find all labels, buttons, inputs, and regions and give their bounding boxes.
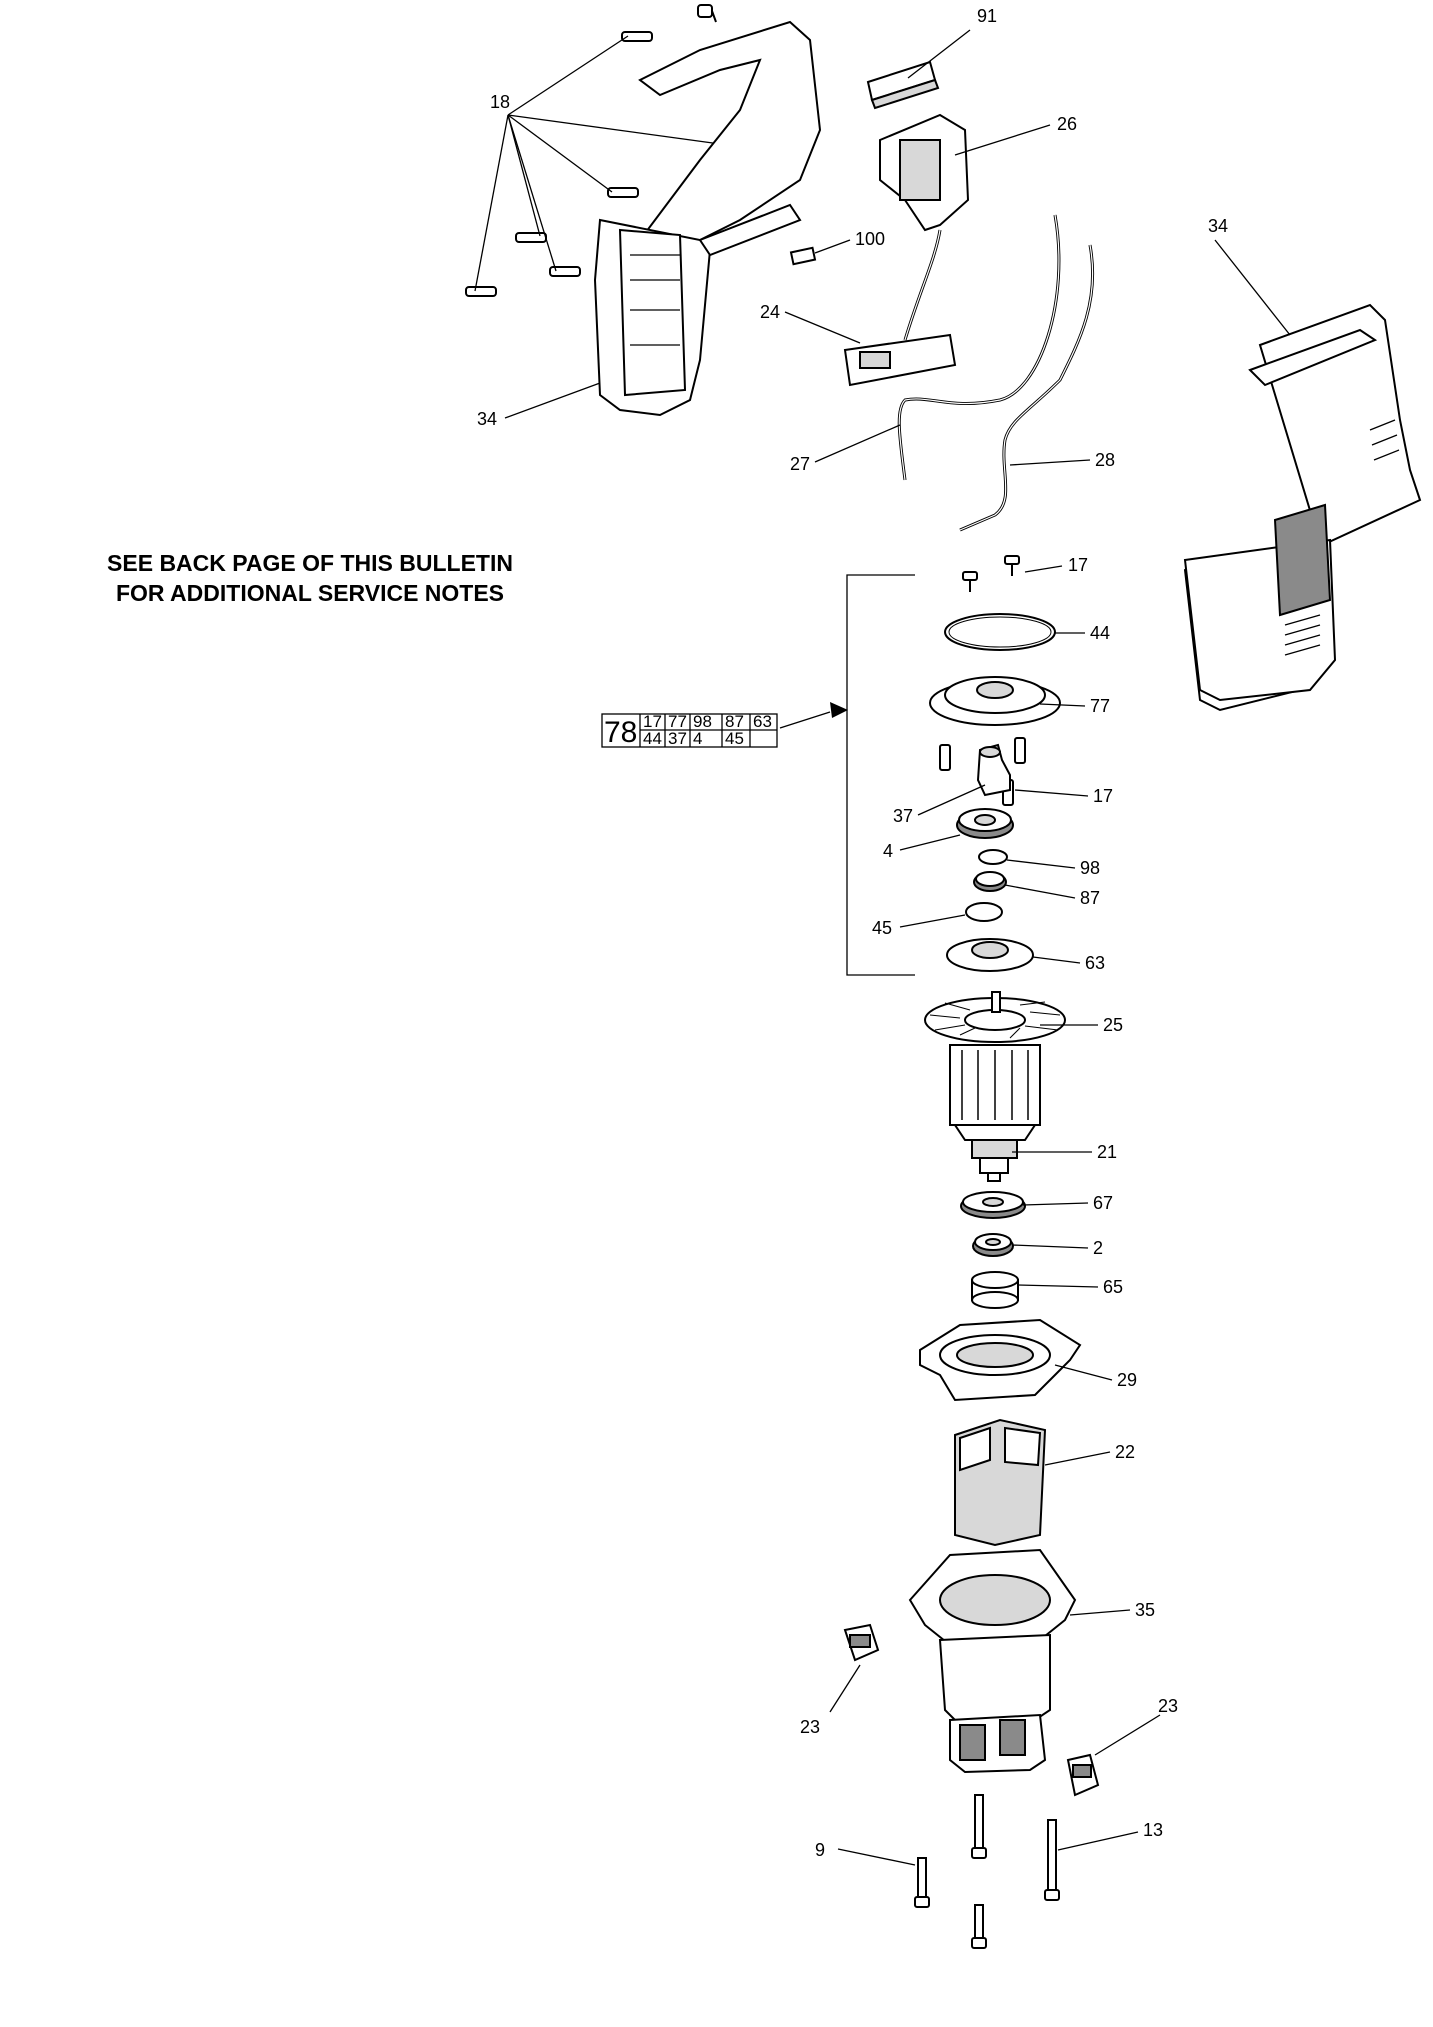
bearing-4 bbox=[956, 808, 1014, 839]
callout-100: 100 bbox=[855, 229, 885, 249]
lead-wire-28 bbox=[959, 244, 1095, 532]
callout-24: 24 bbox=[760, 302, 780, 322]
callout-26: 26 bbox=[1057, 114, 1077, 134]
callout-45: 45 bbox=[872, 918, 892, 938]
notice-line-1: SEE BACK PAGE OF THIS BULLETIN bbox=[107, 550, 513, 576]
callout-67: 67 bbox=[1093, 1193, 1113, 1213]
kit-cell-r1-1: 17 bbox=[643, 712, 662, 731]
screw-13 bbox=[1044, 1819, 1060, 1901]
callout-21: 21 bbox=[1097, 1142, 1117, 1162]
field-22 bbox=[954, 1418, 1047, 1547]
armature-fan-25 bbox=[924, 991, 1066, 1043]
bearing-plate-77 bbox=[929, 676, 1061, 726]
brush-holder-23-left bbox=[843, 1623, 880, 1662]
callout-27: 27 bbox=[790, 454, 810, 474]
kit-cell-r1-4: 87 bbox=[725, 712, 744, 731]
baffle-29 bbox=[919, 1318, 1082, 1402]
bearing-cup-65 bbox=[971, 1271, 1019, 1309]
kit-cell-r2-4: 45 bbox=[725, 729, 744, 748]
kit-bracket bbox=[779, 574, 915, 976]
kit-arrow-icon bbox=[830, 702, 848, 718]
o-ring-44 bbox=[944, 613, 1056, 651]
callout-9: 9 bbox=[815, 1840, 825, 1860]
callout-77: 77 bbox=[1090, 696, 1110, 716]
kit-cell-r2-2: 37 bbox=[668, 729, 687, 748]
fan-blades bbox=[929, 1001, 1061, 1039]
handle-housing-left bbox=[593, 20, 822, 417]
bearing-retainer-63 bbox=[946, 938, 1034, 972]
callout-25: 25 bbox=[1103, 1015, 1123, 1035]
callout-98: 98 bbox=[1080, 858, 1100, 878]
notice-line-2: FOR ADDITIONAL SERVICE NOTES bbox=[115, 580, 505, 606]
switch-26 bbox=[879, 113, 970, 232]
callout-28: 28 bbox=[1095, 450, 1115, 470]
kit-table-78: 78 17 77 98 87 63 44 37 4 45 bbox=[601, 712, 778, 749]
label-100 bbox=[789, 246, 817, 266]
callout-17-top: 17 bbox=[1068, 555, 1088, 575]
retaining-ring-98 bbox=[978, 849, 1008, 865]
kit-cell-r2-3: 4 bbox=[693, 729, 702, 748]
callout-44: 44 bbox=[1090, 623, 1110, 643]
kit-cell-r1-3: 98 bbox=[693, 712, 712, 731]
callout-18: 18 bbox=[490, 92, 510, 112]
callout-91: 91 bbox=[977, 6, 997, 26]
callout-4: 4 bbox=[883, 841, 893, 861]
callout-17-lower: 17 bbox=[1093, 786, 1113, 806]
motor-housing-35 bbox=[908, 1548, 1077, 1774]
callout-2: 2 bbox=[1093, 1238, 1103, 1258]
callout-35: 35 bbox=[1135, 1600, 1155, 1620]
callout-65: 65 bbox=[1103, 1277, 1123, 1297]
callout-23-left: 23 bbox=[800, 1717, 820, 1737]
callout-63: 63 bbox=[1085, 953, 1105, 973]
brush-holder-23-right bbox=[1066, 1753, 1100, 1797]
switch-cover-91 bbox=[866, 60, 940, 110]
callout-37: 37 bbox=[893, 806, 913, 826]
callout-22: 22 bbox=[1115, 1442, 1135, 1462]
screws-9 bbox=[914, 1794, 987, 1949]
vent-slots bbox=[1284, 419, 1400, 656]
armature-slots bbox=[961, 1050, 1029, 1120]
deflector-37 bbox=[976, 743, 1011, 797]
armature-21 bbox=[949, 1044, 1041, 1182]
kit-number: 78 bbox=[604, 716, 637, 749]
washer-87 bbox=[973, 871, 1007, 892]
callout-29: 29 bbox=[1117, 1370, 1137, 1390]
callout-87: 87 bbox=[1080, 888, 1100, 908]
brush-holder-24 bbox=[843, 229, 957, 387]
assembled-tool-34 bbox=[1183, 303, 1422, 712]
callout-34-left: 34 bbox=[477, 409, 497, 429]
kit-cell-r1-2: 77 bbox=[668, 712, 687, 731]
callout-23-right: 23 bbox=[1158, 1696, 1178, 1716]
kit-cell-r1-5: 63 bbox=[753, 712, 772, 731]
o-ring-45 bbox=[965, 902, 1003, 922]
service-notes-notice: SEE BACK PAGE OF THIS BULLETIN FOR ADDIT… bbox=[60, 548, 560, 608]
screws-17-top bbox=[962, 555, 1020, 592]
bearing-2 bbox=[972, 1233, 1014, 1257]
callout-34-right: 34 bbox=[1208, 216, 1228, 236]
leader-18 bbox=[474, 35, 721, 292]
kit-cell-r2-1: 44 bbox=[643, 729, 662, 748]
baffle-67 bbox=[960, 1191, 1026, 1219]
callout-13: 13 bbox=[1143, 1820, 1163, 1840]
lead-wire-27 bbox=[897, 214, 1061, 481]
